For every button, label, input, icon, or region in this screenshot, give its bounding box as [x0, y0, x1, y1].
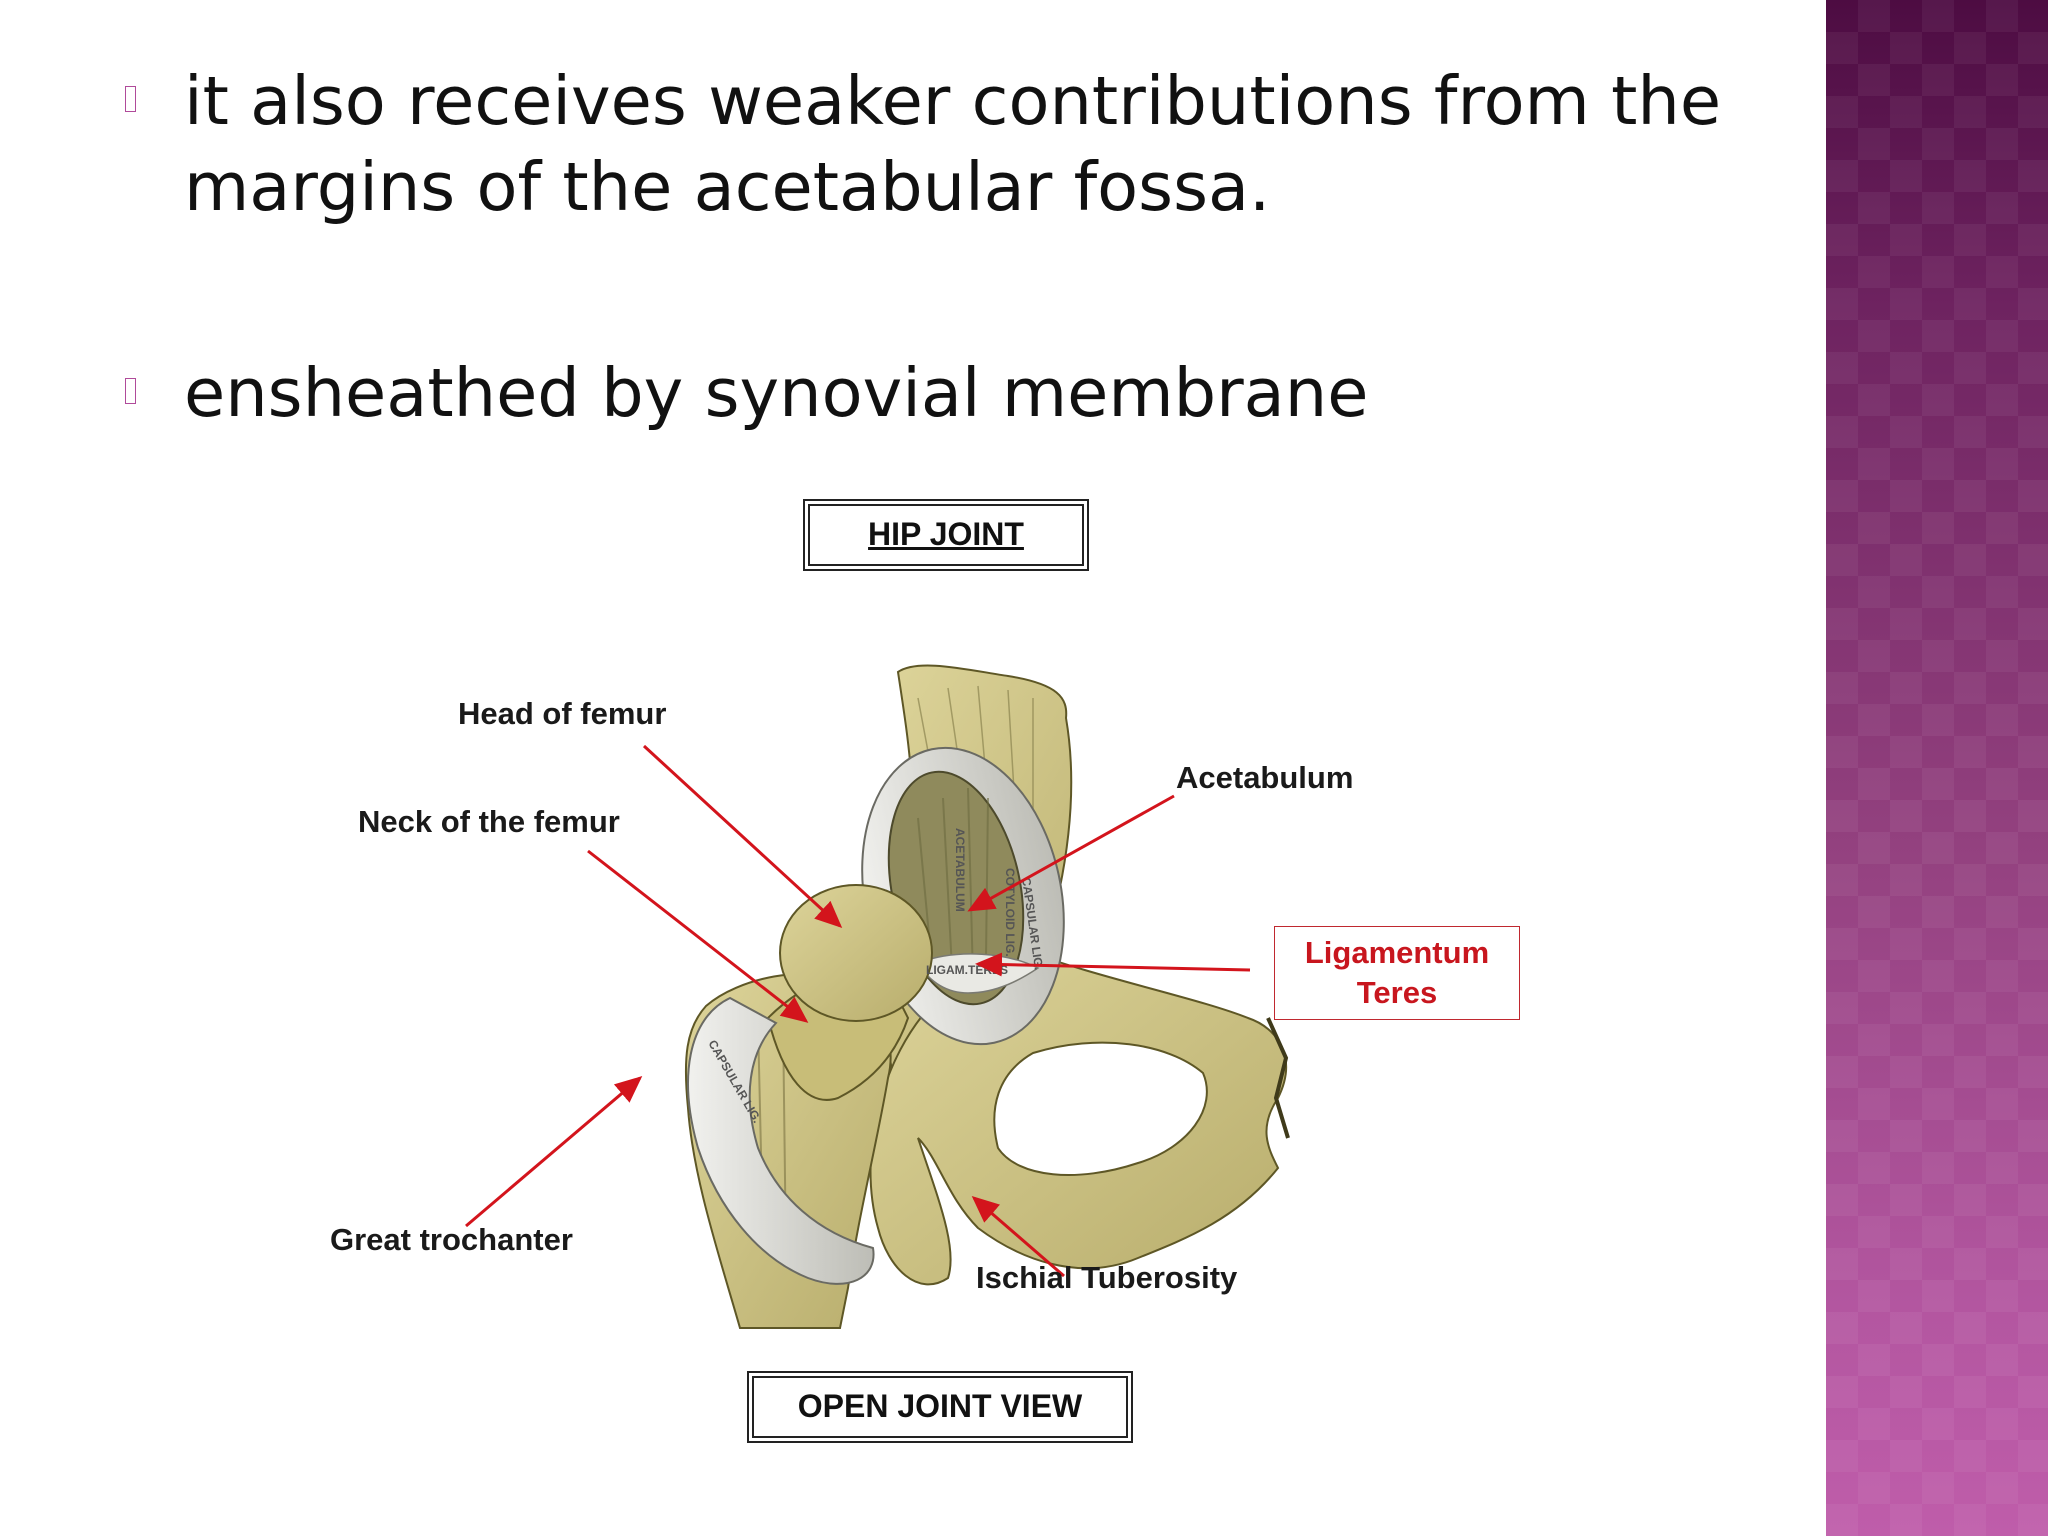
label-acetabulum: Acetabulum: [1176, 760, 1354, 795]
arrow-neck-of-femur: [587, 849, 809, 1023]
arrow-acetabulum: [967, 794, 1175, 912]
bullet-text: it also receives weaker contributions fr…: [184, 62, 1722, 226]
arrow-ischial-tuberosity: [971, 1196, 1065, 1278]
engraving-acetabulum: ACETABULUM: [953, 828, 967, 912]
decorative-side-band: [1826, 0, 2048, 1536]
femoral-head: [779, 884, 933, 1022]
figure-title: HIP JOINT: [803, 499, 1089, 571]
label-great-trochanter: Great trochanter: [330, 1222, 573, 1257]
arrow-great-trochanter: [465, 1076, 643, 1228]
arrow-ligamentum-teres: [975, 952, 1251, 977]
bullet-marker: [125, 378, 136, 404]
label-neck-of-femur: Neck of the femur: [358, 804, 620, 839]
figure-caption: OPEN JOINT VIEW: [747, 1371, 1133, 1443]
engraving-cotyloid: COTYLOID LIG.: [1003, 868, 1017, 957]
label-ligamentum-teres: Ligamentum Teres: [1274, 926, 1520, 1020]
label-ischial-tuberosity: Ischial Tuberosity: [976, 1260, 1238, 1295]
hip-joint-figure: ACETABULUM COTYLOID LIG. CAPSULAR LIG. L…: [118, 458, 1820, 1536]
pubic-ramus-edge: [1266, 1017, 1290, 1139]
hip-joint-illustration: ACETABULUM COTYLOID LIG. CAPSULAR LIG. L…: [465, 664, 1290, 1329]
capsular-ligament-lower: [687, 996, 875, 1285]
bullet-text: ensheathed by synovial membrane: [184, 354, 1369, 432]
arrow-head-of-femur: [642, 744, 843, 929]
label-head-of-femur: Head of femur: [458, 696, 667, 731]
obturator-foramen: [993, 1041, 1208, 1176]
fossa-texture: [917, 787, 989, 989]
bullet-marker: [125, 86, 136, 112]
side-band-texture: [1826, 0, 2048, 1536]
